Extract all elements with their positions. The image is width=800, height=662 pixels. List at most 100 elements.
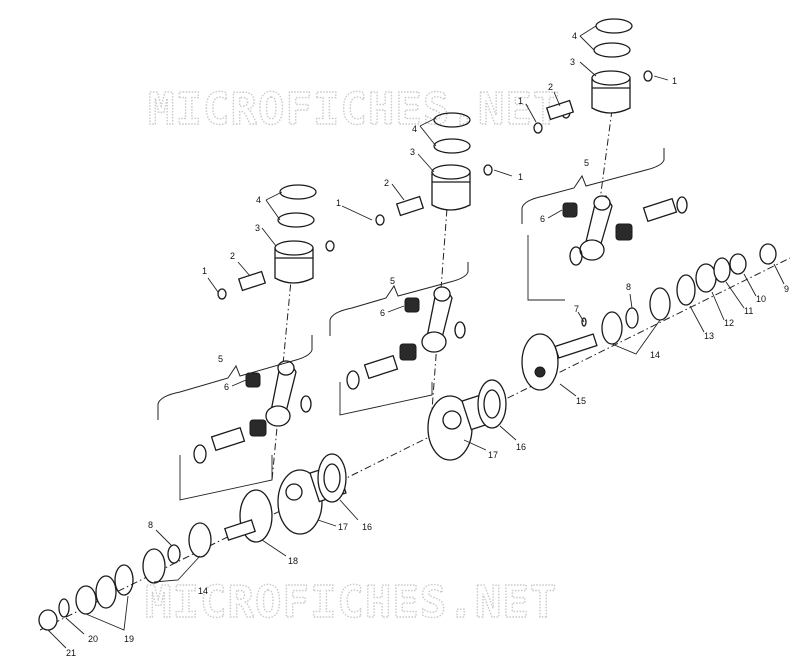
callout-16-center: 16 [516, 442, 526, 452]
piston-center-crown [431, 164, 471, 180]
crank-shaft-15 [554, 333, 598, 359]
callout-1-center-a: 1 [518, 172, 523, 182]
piston-ring-right-top [595, 18, 633, 34]
needle-bearing-right-small [562, 202, 578, 218]
crank-right [521, 317, 598, 391]
thrust-washer-left-a [193, 444, 207, 464]
guide-line-center [339, 382, 433, 416]
needle-bearing-left-big [249, 419, 267, 437]
bearing-14-right-a [601, 311, 623, 345]
crankpin-right [642, 197, 678, 223]
piston-assembly-left [217, 184, 335, 300]
conrod-group-right [562, 195, 688, 266]
piston-left-crown [274, 240, 314, 256]
circlip-left-a [325, 240, 335, 252]
crankpin-left [210, 426, 246, 452]
oring-8-right [625, 307, 639, 329]
callout-5-right: 5 [584, 158, 589, 168]
wrist-pin-center [395, 195, 425, 217]
callout-13: 13 [704, 331, 714, 341]
callout-11: 11 [744, 306, 753, 316]
conrod-right-small-end [593, 195, 611, 211]
callout-4-right: 4 [572, 31, 577, 41]
conrod-left-big-end [265, 405, 291, 427]
crank-seal-16-center [477, 379, 507, 429]
circlip-left-b [217, 288, 227, 300]
crank-web-17-left-bore [285, 483, 303, 501]
callout-2-center: 2 [384, 178, 389, 188]
callout-15: 15 [576, 396, 586, 406]
crank-seal-16-left-inner [323, 463, 341, 493]
leader-16-left [339, 499, 359, 521]
callout-2-right: 2 [548, 82, 553, 92]
callout-21: 21 [66, 648, 76, 658]
callout-14-right: 14 [650, 350, 660, 360]
oring-20 [58, 598, 70, 618]
seal-12 [695, 263, 717, 293]
leader-4-right-a [579, 25, 597, 37]
leader-2-center [391, 183, 405, 201]
snap-ring-13 [676, 274, 696, 306]
leader-6-right [547, 209, 563, 219]
leader-3-left [261, 227, 277, 247]
callout-16-left: 16 [362, 522, 372, 532]
piston-ring-center-top [433, 112, 471, 128]
leader-3-right [579, 61, 597, 77]
piston-left [274, 247, 314, 284]
key-7 [581, 317, 587, 327]
callout-10: 10 [756, 294, 766, 304]
callout-4-center: 4 [412, 124, 417, 134]
leader-2-left [237, 261, 251, 277]
crank-seal-16-left [317, 453, 347, 503]
leader-17-center [463, 439, 487, 451]
crank-seal-16-center-inner [483, 389, 501, 419]
leader-21 [47, 629, 67, 649]
callout-2-left: 2 [230, 251, 235, 261]
conrod-center-small-end [433, 286, 451, 302]
watermark-top: MICROFICHES.NET [148, 84, 560, 135]
crank-web-15-hole [534, 366, 546, 378]
leader-8-right [629, 293, 633, 309]
leader-lines [47, 25, 785, 649]
callout-18: 18 [288, 556, 298, 566]
piston-ring-right-bottom [593, 42, 631, 58]
washer-11 [713, 257, 731, 283]
callout-20: 20 [88, 634, 98, 644]
callout-1-right-a: 1 [672, 76, 677, 86]
guide-line-left [179, 455, 273, 501]
guide-line-right [527, 235, 565, 301]
piston-ring-center-bottom [433, 138, 471, 154]
bracket-5-center [329, 262, 469, 336]
leader-3-center [417, 153, 435, 173]
needle-bearing-left-small [245, 372, 261, 388]
thrust-washer-center-a [346, 370, 360, 390]
needle-bearing-center-big [399, 343, 417, 361]
piston-ring-left-bottom [277, 212, 315, 228]
leader-1-center-a [493, 169, 513, 177]
leader-4-left-b [265, 199, 281, 221]
circlip-right-b [533, 122, 543, 134]
leader-9 [773, 263, 785, 285]
callout-8-right: 8 [626, 282, 631, 292]
leader-8-left [155, 529, 173, 547]
leader-1-right-a [653, 75, 669, 81]
leader-1-left [207, 277, 219, 293]
conrod-center-big-end [421, 331, 447, 353]
callout-4-left: 4 [256, 195, 261, 205]
bearing-14-left-a [188, 522, 212, 558]
bushing-9 [759, 243, 777, 265]
thrust-washer-center-b [454, 321, 466, 339]
piston-axis-right [599, 109, 613, 201]
wrist-pin-right-body [545, 99, 575, 121]
crank-shaft-18 [224, 519, 256, 541]
callout-9: 9 [784, 284, 789, 294]
callout-14-left: 14 [198, 586, 208, 596]
crankpin-center [363, 354, 399, 380]
needle-bearing-right-big [615, 223, 633, 241]
seal-10 [729, 253, 747, 275]
piston-ring-left-top [279, 184, 317, 200]
callout-5-left: 5 [218, 354, 223, 364]
circlip-center-a [483, 164, 493, 176]
callout-3-left: 3 [255, 223, 260, 233]
